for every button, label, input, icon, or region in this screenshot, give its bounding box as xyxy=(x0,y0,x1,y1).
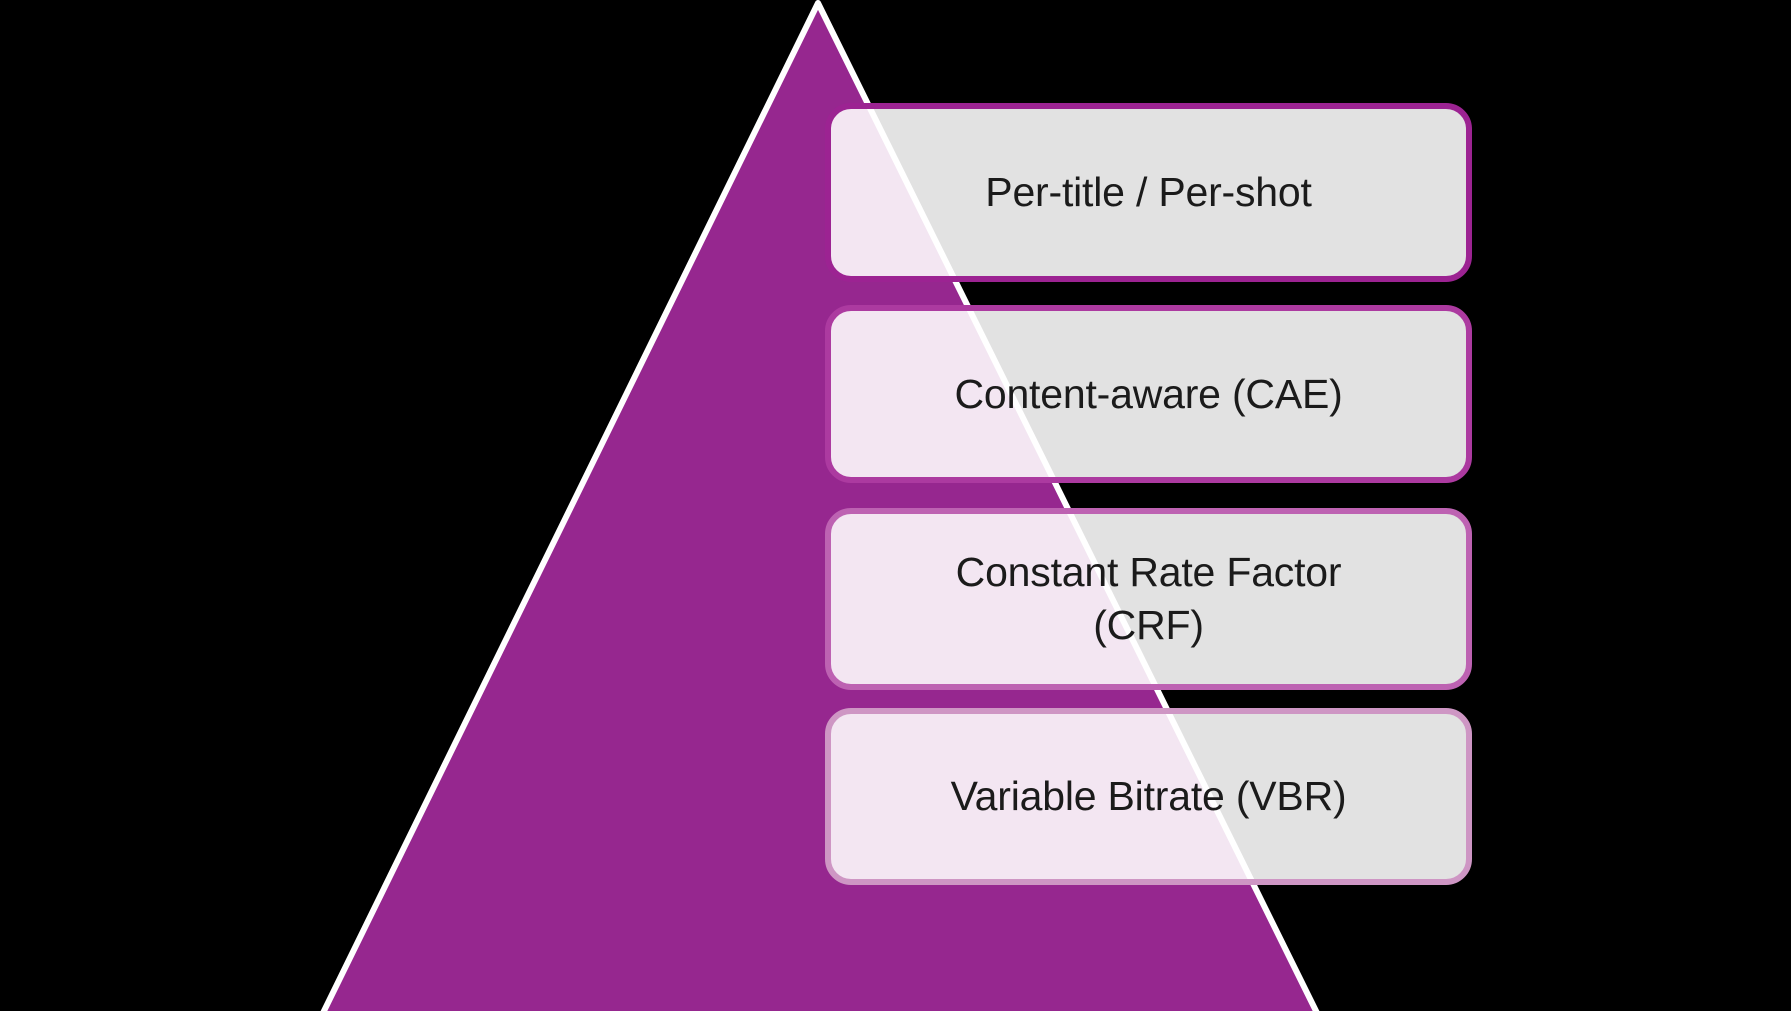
pyramid-layer-variable-bitrate-vbr[interactable]: Variable Bitrate (VBR) xyxy=(825,708,1472,885)
pyramid-layer-stack: Per-title / Per-shot Content-aware (CAE)… xyxy=(825,0,1472,1011)
pyramid-layer-constant-rate-factor-crf[interactable]: Constant Rate Factor (CRF) xyxy=(825,508,1472,690)
pyramid-layer-label: Constant Rate Factor (CRF) xyxy=(955,549,1342,648)
pyramid-layer-content-aware-cae[interactable]: Content-aware (CAE) xyxy=(825,305,1472,483)
pyramid-layer-label: Per-title / Per-shot xyxy=(985,169,1312,216)
pyramid-layer-per-title-per-shot[interactable]: Per-title / Per-shot xyxy=(825,103,1472,282)
pyramid-layer-label: Variable Bitrate (VBR) xyxy=(950,773,1347,820)
pyramid-layer-label: Content-aware (CAE) xyxy=(954,370,1343,417)
